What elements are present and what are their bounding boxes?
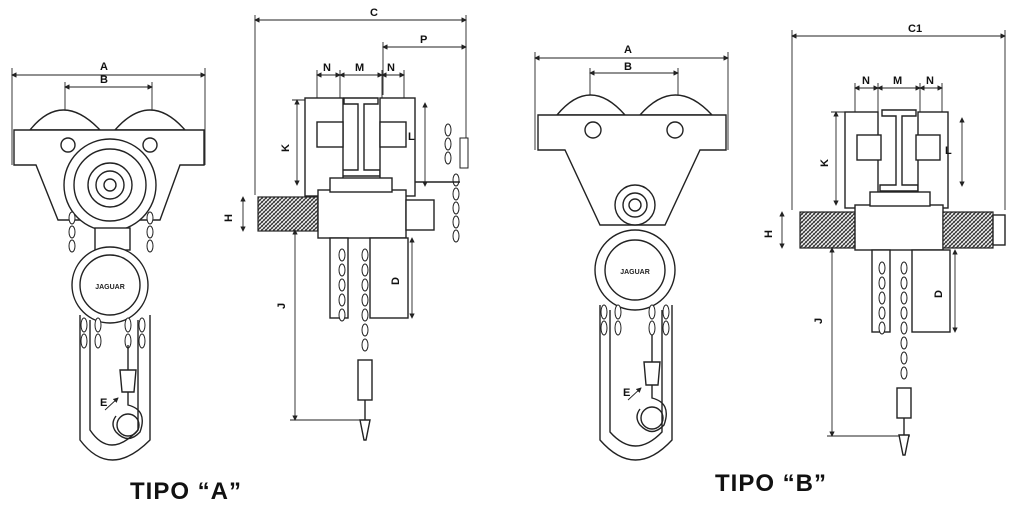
tipo-b-title: TIPO “B”	[715, 470, 828, 497]
dim-e-label: E	[100, 397, 107, 409]
dim-h-label: H	[223, 214, 235, 222]
dim-d-label-b: D	[933, 290, 945, 298]
hatched-brake-b-right	[942, 211, 994, 249]
dim-m-label: M	[355, 62, 364, 74]
hatched-brake-a	[257, 196, 319, 232]
dim-n-right-label: N	[387, 62, 395, 74]
tipo-a-front-view: A B JAGUAR	[11, 61, 206, 461]
hoist-body-b	[911, 249, 951, 333]
dim-b-label-b: B	[624, 61, 632, 73]
dim-j-label: J	[276, 303, 288, 309]
dim-k-label-b: K	[819, 159, 831, 167]
dim-a-label-b: A	[624, 44, 632, 56]
dim-n-right-label-b: N	[926, 75, 934, 87]
hook-b-side	[898, 434, 910, 456]
dim-j-label-b: J	[813, 318, 825, 324]
brand-label: JAGUAR	[95, 284, 125, 291]
trolley-gear-wheel	[63, 138, 157, 232]
hatched-brake-b-left	[799, 211, 856, 249]
i-beam-a	[341, 97, 381, 177]
hoist-wheel	[71, 246, 149, 324]
hook-a-side	[359, 419, 371, 441]
dim-a-label: A	[100, 61, 108, 73]
trolley-frame-b	[537, 114, 727, 226]
dim-l-label: L	[408, 131, 415, 143]
dim-p-label: P	[420, 34, 427, 46]
tipo-b-front-view: A B JAGUAR E	[534, 44, 729, 461]
dim-l-label-b: L	[945, 145, 952, 157]
dim-m-label-b: M	[893, 75, 902, 87]
brand-label-b: JAGUAR	[620, 269, 650, 276]
dim-c-label: C	[370, 7, 378, 19]
hoist-body-a	[369, 237, 409, 319]
tipo-a-title: TIPO “A”	[130, 478, 243, 505]
i-beam-b	[879, 109, 919, 192]
dim-b-label: B	[100, 74, 108, 86]
dim-c1-label: C1	[908, 23, 922, 35]
dim-n-left-label-b: N	[862, 75, 870, 87]
tipo-b-side-view: C1 N M N K L H D J	[763, 23, 1006, 456]
hook-a-front	[112, 392, 143, 440]
tipo-a-side-view: C P N M N K L	[223, 7, 469, 441]
dim-n-left-label: N	[323, 62, 331, 74]
dim-h-label-b: H	[763, 230, 775, 238]
hoist-wheel-b	[594, 229, 676, 311]
dim-k-label: K	[280, 144, 292, 152]
dim-d-label: D	[390, 277, 402, 285]
dim-e-label-b: E	[623, 387, 630, 399]
hook-b-front	[636, 385, 667, 433]
